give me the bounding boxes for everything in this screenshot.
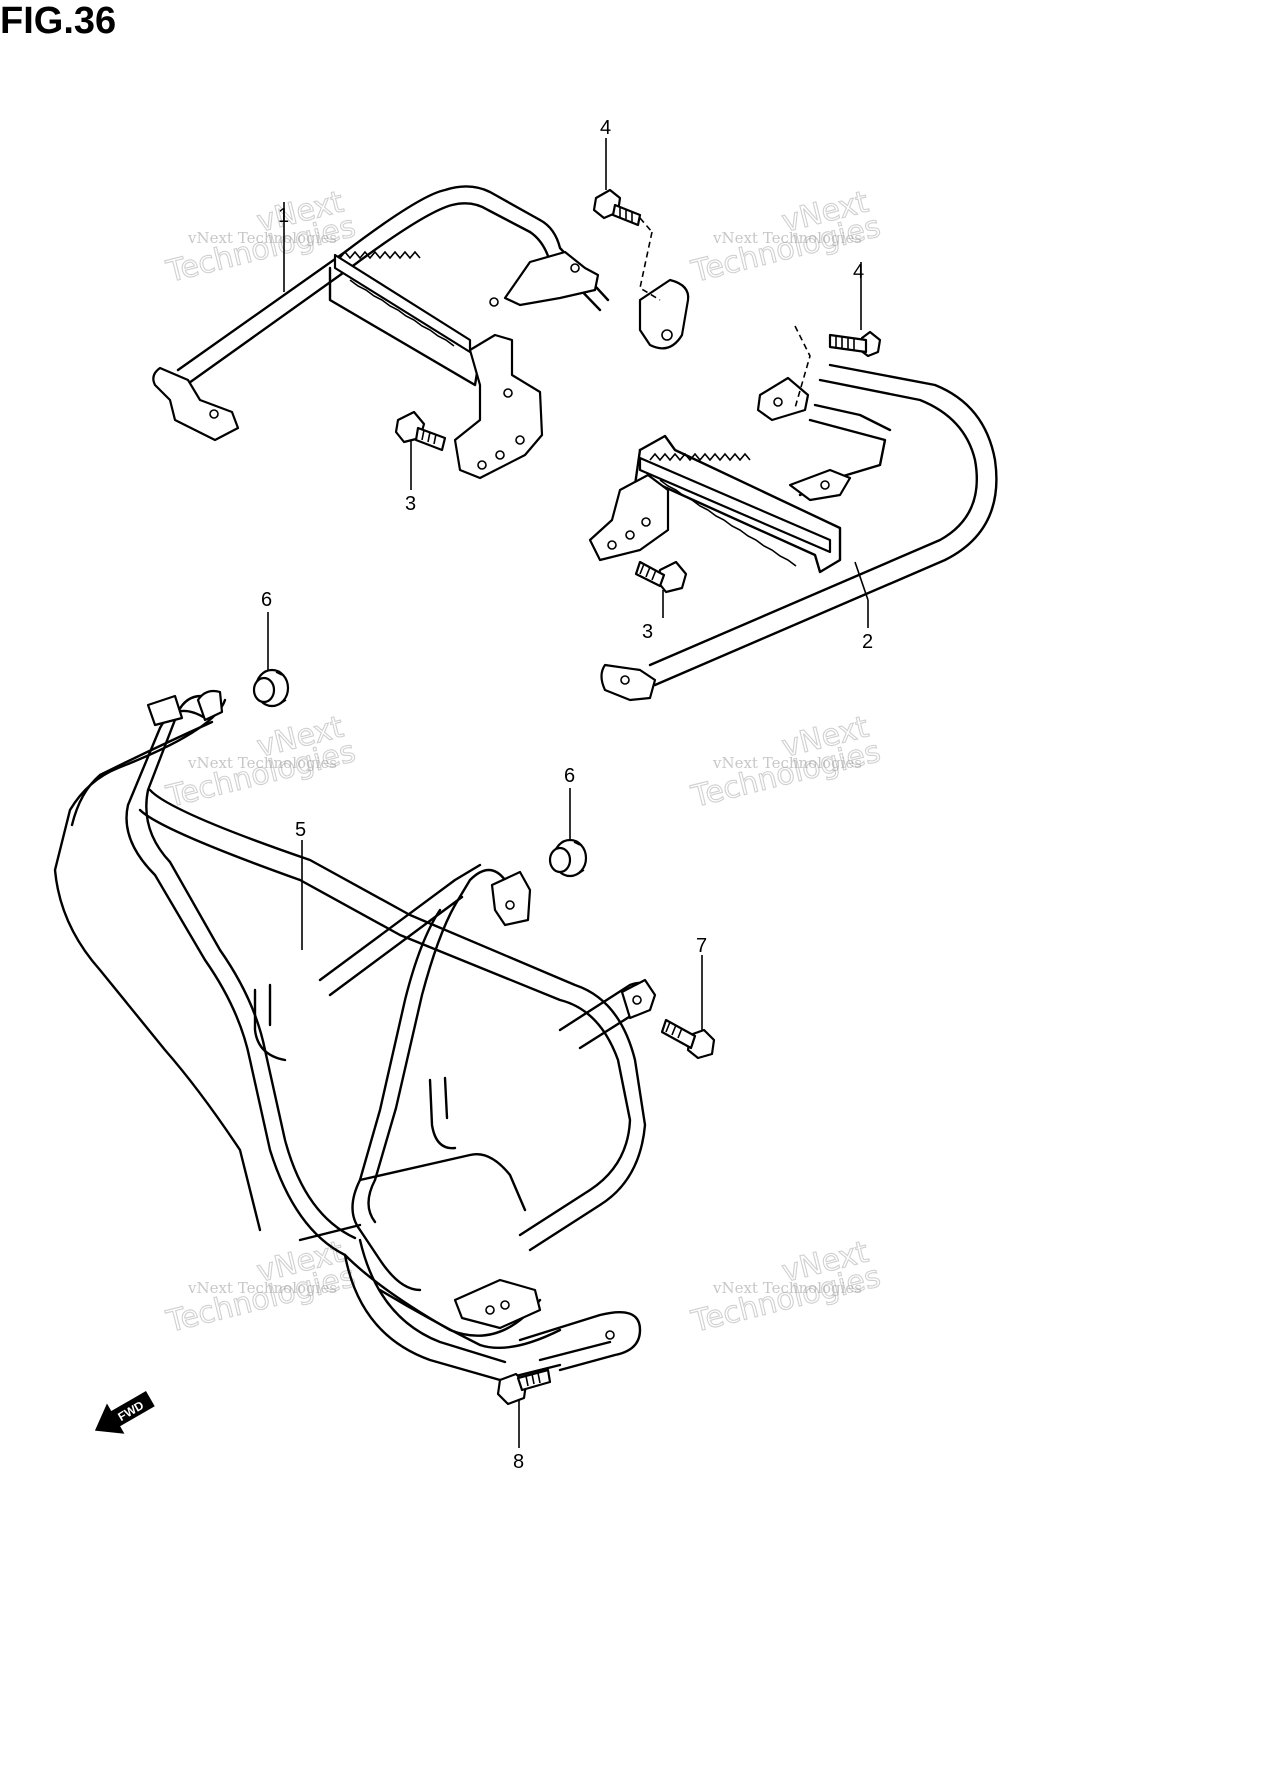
- bolt-7: [660, 1018, 716, 1060]
- footrest-left: [152, 185, 690, 480]
- bolt-8: [496, 1368, 552, 1406]
- grommet-6-right: [548, 838, 588, 878]
- svg-text:vNext Technologies: vNext Technologies: [712, 229, 862, 247]
- svg-text:vNext Technologies: vNext Technologies: [712, 754, 862, 772]
- watermark-mid-left: vNext Technologies vNext Technologies: [162, 709, 360, 816]
- svg-text:vNext Technologies: vNext Technologies: [187, 1279, 337, 1297]
- callout-3-left: 3: [405, 493, 416, 515]
- callout-4-top: 4: [600, 117, 611, 139]
- bolt-4-top: [592, 188, 661, 301]
- footrest-right: [588, 363, 998, 702]
- watermark-mid-right: vNext Technologies vNext Technologies: [687, 709, 885, 816]
- callout-5: 5: [295, 819, 306, 841]
- svg-text:vNext Technologies: vNext Technologies: [187, 229, 337, 247]
- figure-title: FIG.36: [0, 0, 117, 42]
- grommet-6-left: [252, 668, 290, 708]
- callout-3-right: 3: [642, 621, 653, 643]
- bolt-4-right: [794, 325, 882, 409]
- callout-6-right: 6: [564, 765, 575, 787]
- callout-2: 2: [862, 631, 873, 653]
- callout-1: 1: [278, 205, 289, 227]
- callout-4-right: 4: [853, 261, 864, 283]
- callout-8: 8: [513, 1451, 524, 1473]
- svg-text:vNext Technologies: vNext Technologies: [712, 1279, 862, 1297]
- watermark-bottom-right: vNext Technologies vNext Technologies: [687, 1234, 885, 1341]
- svg-text:vNext Technologies: vNext Technologies: [187, 754, 337, 772]
- watermark-bottom-left: vNext Technologies vNext Technologies: [162, 1234, 360, 1341]
- bolt-3-left: [394, 410, 447, 452]
- callout-6-left: 6: [261, 589, 272, 611]
- callouts: 1 2 3 3 4 4 5 6 6 7 8: [261, 117, 873, 1473]
- front-bumper: [53, 689, 657, 1382]
- bolt-3-right: [634, 560, 688, 594]
- callout-7: 7: [696, 935, 707, 957]
- fwd-arrow-icon: FWD: [94, 1391, 155, 1434]
- leader-lines: [267, 138, 869, 1448]
